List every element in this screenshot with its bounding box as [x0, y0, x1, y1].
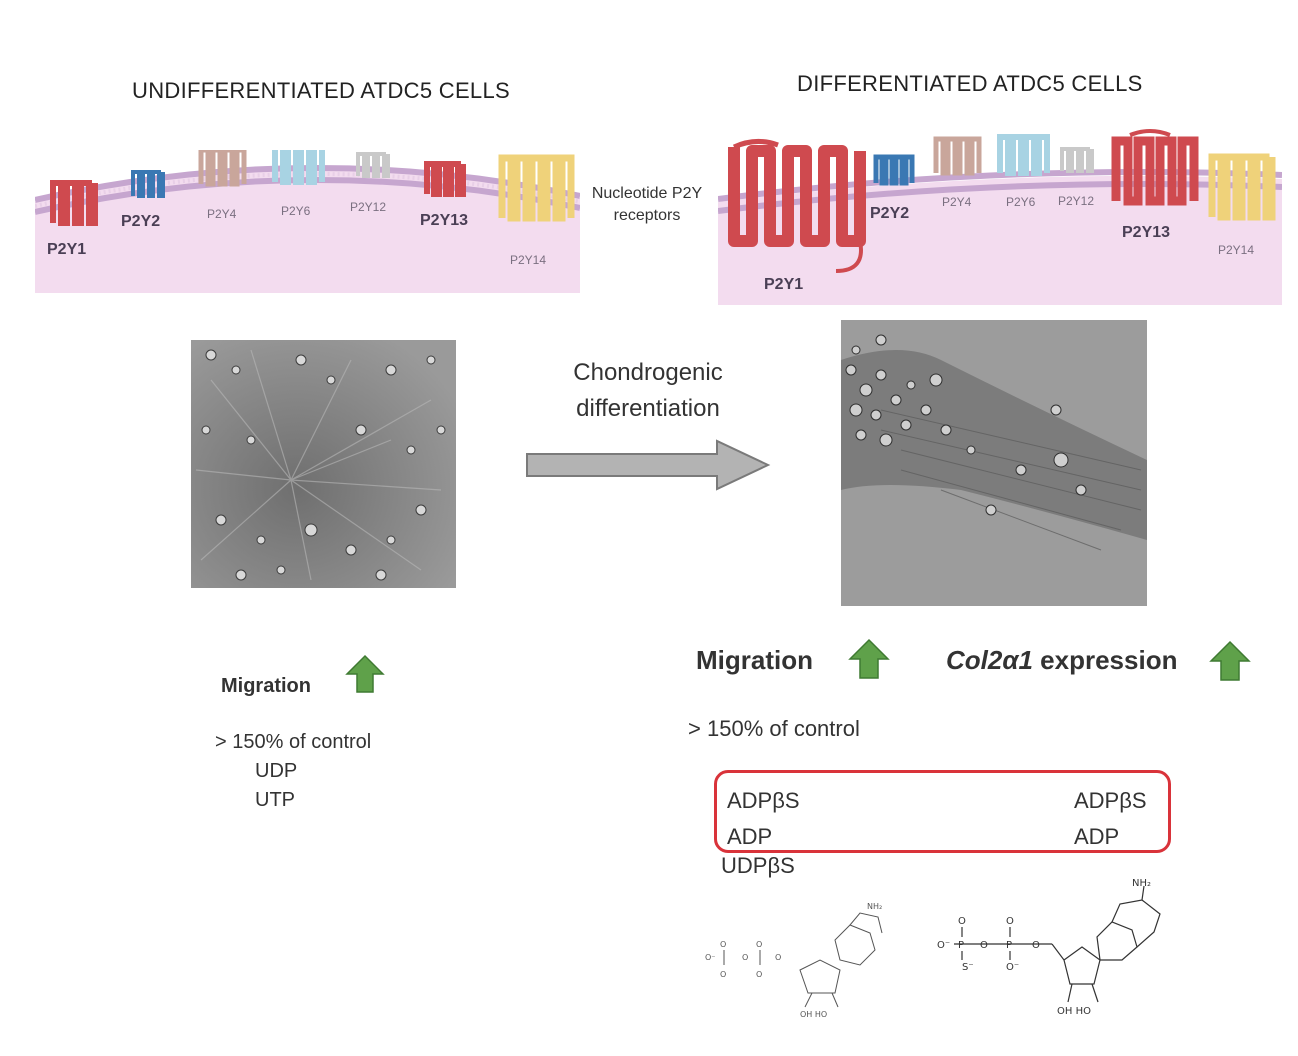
svg-text:P: P	[1006, 940, 1012, 951]
right-migration-label: Migration	[696, 645, 813, 675]
migration-agonist-list: ADPβS ADP	[727, 783, 800, 855]
p2y12-receptor-icon	[356, 152, 390, 178]
svg-text:O: O	[756, 970, 762, 979]
receptor-type-label-line1: Nucleotide P2Y	[591, 185, 703, 202]
expression-agonist-adpbs: ADPβS	[1074, 788, 1147, 813]
p2y6-label: P2Y6	[281, 204, 311, 218]
svg-text:O: O	[720, 970, 726, 979]
receptor-type-label: Nucleotide P2Y receptors	[582, 183, 712, 227]
right-threshold: 150% of control	[706, 716, 860, 741]
right-threshold-line: > 150% of control	[688, 716, 860, 742]
process-label-line2: differentiation	[576, 395, 720, 422]
gt-symbol: >	[215, 731, 227, 753]
membrane-illustration	[35, 150, 580, 293]
nh2-label: NH₂	[867, 902, 882, 911]
left-migration-label: Migration	[221, 675, 311, 697]
left-agonist-udp: UDP	[255, 760, 298, 782]
expression-up-arrow-icon	[1209, 640, 1251, 681]
expression-agonist-list: ADPβS ADP	[1074, 783, 1147, 855]
svg-text:O: O	[775, 953, 781, 962]
oh-label: OH HO	[800, 1010, 827, 1019]
p2y2-label: P2Y2	[121, 213, 161, 230]
differentiated-cells-micrograph	[841, 320, 1147, 606]
undifferentiated-membrane-panel: P2Y1 P2Y2 P2Y4 P2Y6 P2Y12 P2Y13 P2Y14	[35, 150, 580, 293]
p2y14-label: P2Y14	[1218, 243, 1255, 257]
svg-text:O: O	[958, 916, 966, 927]
receptor-type-label-line2: receptors	[613, 207, 681, 224]
svg-text:P: P	[958, 940, 964, 951]
p2y6-receptor-icon	[272, 150, 325, 185]
svg-text:O: O	[742, 953, 748, 962]
p2y6-label: P2Y6	[1006, 195, 1036, 209]
migration-agonist-adpbs: ADPβS	[727, 788, 800, 813]
undifferentiated-cells-micrograph	[191, 340, 456, 588]
left-agonist-list: > 150% of control UDP UTP	[215, 728, 371, 815]
left-threshold: 150% of control	[232, 731, 372, 753]
svg-text:OH HO: OH HO	[1057, 1006, 1091, 1017]
p2y2-label: P2Y2	[870, 205, 910, 222]
p2y1-receptor-icon	[728, 139, 866, 273]
p2y1-label: P2Y1	[764, 276, 804, 293]
differentiated-membrane-panel: P2Y1 P2Y2 P2Y4 P2Y6 P2Y12 P2Y13 P2Y14	[718, 127, 1282, 305]
p2y6-receptor-icon	[997, 134, 1050, 176]
shared-agonists-highlight-box	[714, 770, 1171, 853]
svg-text:O⁻: O⁻	[1006, 962, 1019, 973]
p2y14-receptor-icon	[1208, 153, 1276, 221]
expression-word: expression	[1040, 645, 1178, 675]
col2a1-gene-name: Col2α1	[946, 645, 1033, 675]
svg-text:O: O	[756, 940, 762, 949]
expression-agonist-adp: ADP	[1074, 824, 1120, 849]
left-agonist-utp: UTP	[255, 789, 295, 811]
micrograph-texture	[191, 340, 456, 588]
right-migration-up-arrow-icon	[848, 638, 890, 679]
svg-text:O: O	[980, 940, 988, 951]
p2y4-receptor-icon	[198, 150, 247, 187]
svg-text:O: O	[1006, 916, 1014, 927]
p2y13-receptor-icon	[1111, 129, 1199, 206]
left-title: UNDIFFERENTIATED ATDC5 CELLS	[132, 78, 510, 103]
p2y13-label: P2Y13	[420, 212, 469, 229]
left-migration-up-arrow-icon	[345, 654, 385, 693]
process-label-line1: Chondrogenic	[573, 359, 723, 386]
right-title: DIFFERENTIATED ATDC5 CELLS	[797, 71, 1143, 96]
migration-agonist-udpbs: UDPβS	[721, 853, 795, 878]
col2a1-expression-label: Col2α1 expression	[946, 645, 1177, 676]
svg-text:O: O	[720, 940, 726, 949]
p2y12-label: P2Y12	[350, 200, 387, 214]
p2y14-receptor-icon	[498, 154, 575, 222]
p2y12-receptor-icon	[1060, 147, 1094, 173]
process-label: Chondrogenic differentiation	[548, 355, 748, 427]
p2y4-label: P2Y4	[942, 195, 972, 209]
svg-text:O: O	[1032, 940, 1040, 951]
p2y4-receptor-icon	[933, 136, 982, 176]
gt-symbol: >	[688, 716, 701, 741]
membrane-illustration	[718, 127, 1282, 305]
p2y12-label: P2Y12	[1058, 194, 1095, 208]
p2y1-receptor-icon	[50, 180, 98, 226]
left-threshold-line: > 150% of control	[215, 728, 371, 757]
p2y4-label: P2Y4	[207, 207, 237, 221]
svg-text:NH₂: NH₂	[1132, 878, 1151, 889]
p2y2-receptor-icon	[873, 154, 915, 186]
differentiation-arrow-icon	[526, 439, 771, 491]
p2y14-label: P2Y14	[510, 253, 547, 267]
p2y13-label: P2Y13	[1122, 224, 1171, 241]
svg-text:O⁻: O⁻	[937, 940, 950, 951]
p2y1-label: P2Y1	[47, 241, 87, 258]
migration-agonist-adp: ADP	[727, 824, 773, 849]
micrograph-texture	[841, 320, 1147, 606]
svg-text:O⁻: O⁻	[705, 953, 716, 962]
adp-beta-s-structure-icon: O⁻ P O S⁻ O P O O⁻ O NH₂ OH HO	[937, 878, 1161, 1017]
svg-text:S⁻: S⁻	[962, 962, 974, 973]
p2y2-receptor-icon	[131, 170, 165, 198]
p2y13-receptor-icon	[424, 161, 466, 197]
